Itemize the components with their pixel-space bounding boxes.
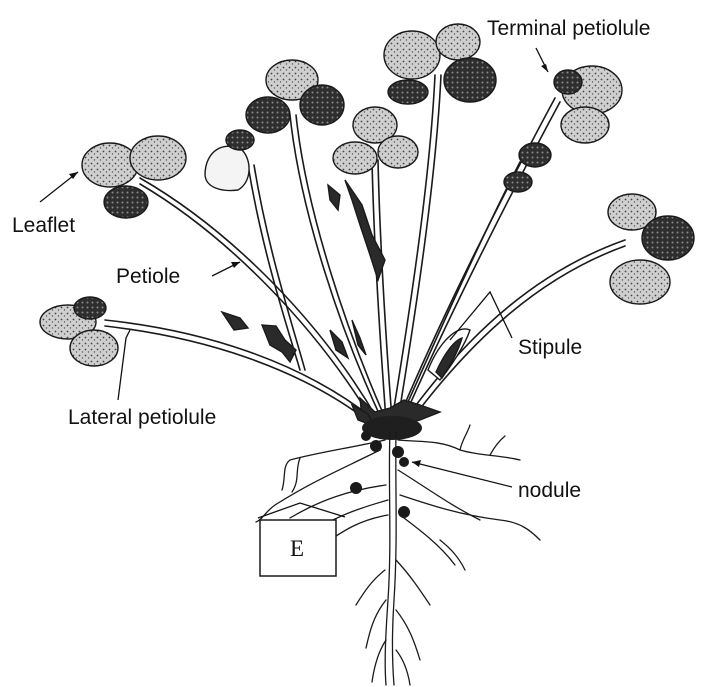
arrowhead-nodule	[412, 460, 421, 467]
label-leaflet: Leaflet	[12, 214, 75, 237]
box-e: E	[260, 520, 336, 576]
leaf-leaflet	[82, 136, 186, 218]
crown	[362, 416, 422, 440]
leaf-upper-left	[246, 60, 344, 133]
leaf-small-right	[504, 143, 551, 192]
stipules	[222, 180, 470, 426]
arrowhead-petiole	[231, 262, 240, 268]
label-lateral-petiolule: Lateral petiolule	[68, 406, 216, 429]
label-terminal-petiolule: Terminal petiolule	[487, 17, 650, 40]
leaf-lateral	[40, 297, 118, 366]
label-nodule: nodule	[518, 479, 581, 502]
leaf-right	[608, 194, 694, 304]
pointer-lateral-petiolule	[118, 330, 130, 400]
leaf-terminal	[554, 66, 622, 143]
arrowhead-terminal	[541, 64, 548, 72]
leaf-small-left	[205, 130, 254, 190]
pointer-box-e	[258, 503, 345, 518]
label-stipule: Stipule	[518, 336, 582, 359]
leaf-middle	[333, 107, 418, 174]
pointer-nodule	[412, 462, 512, 487]
label-petiole: Petiole	[116, 265, 180, 288]
box-e-label: E	[290, 536, 304, 561]
